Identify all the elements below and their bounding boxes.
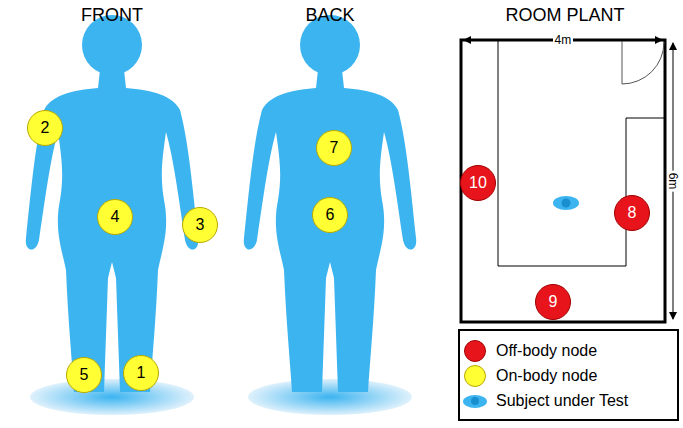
node-number: 3 xyxy=(196,217,205,233)
on-body-node: 2 xyxy=(27,110,63,146)
on-body-node: 1 xyxy=(123,355,159,391)
view-title: BACK xyxy=(306,6,355,24)
legend-frame xyxy=(459,330,678,420)
node-number: 9 xyxy=(549,294,558,310)
legend-text: Subject under Test xyxy=(496,392,628,410)
on-body-node: 7 xyxy=(316,130,352,166)
view-title: FRONT xyxy=(81,6,143,24)
off-body-node: 10 xyxy=(460,165,496,201)
legend-text: On-body node xyxy=(496,367,597,385)
room-wall xyxy=(461,40,665,322)
on-body-node: 5 xyxy=(66,357,102,393)
legend-item: On-body node xyxy=(464,365,597,387)
legend-item: Off-body node xyxy=(464,340,597,362)
legend-swatch xyxy=(463,395,487,408)
view-title: ROOM PLANT xyxy=(506,6,625,24)
subject-icon xyxy=(553,196,579,210)
subject-head xyxy=(471,397,479,405)
legend-swatch xyxy=(464,340,486,362)
off-body-node: 9 xyxy=(535,284,571,320)
on-body-node: 4 xyxy=(97,199,133,235)
node-number: 2 xyxy=(41,120,50,136)
on-body-node: 3 xyxy=(182,207,218,243)
floor-shadow xyxy=(30,379,194,415)
node-number: 5 xyxy=(80,367,89,383)
node-number: 8 xyxy=(628,205,637,221)
legend-swatch xyxy=(464,365,486,387)
walk-path xyxy=(498,41,664,266)
dimension-label: 4m xyxy=(553,34,574,46)
node-number: 10 xyxy=(469,175,487,191)
node-number: 4 xyxy=(111,209,120,225)
floor-shadow xyxy=(248,379,412,415)
back-figure xyxy=(244,15,416,392)
legend-text: Off-body node xyxy=(496,342,597,360)
legend-item: Subject under Test xyxy=(464,392,628,410)
node-number: 6 xyxy=(326,207,335,223)
front-figure xyxy=(26,15,198,392)
node-number: 1 xyxy=(137,365,146,381)
dimension-label: 6m xyxy=(667,171,679,192)
node-number: 7 xyxy=(330,140,339,156)
on-body-node: 6 xyxy=(312,197,348,233)
off-body-node: 8 xyxy=(614,195,650,231)
door xyxy=(622,41,664,84)
